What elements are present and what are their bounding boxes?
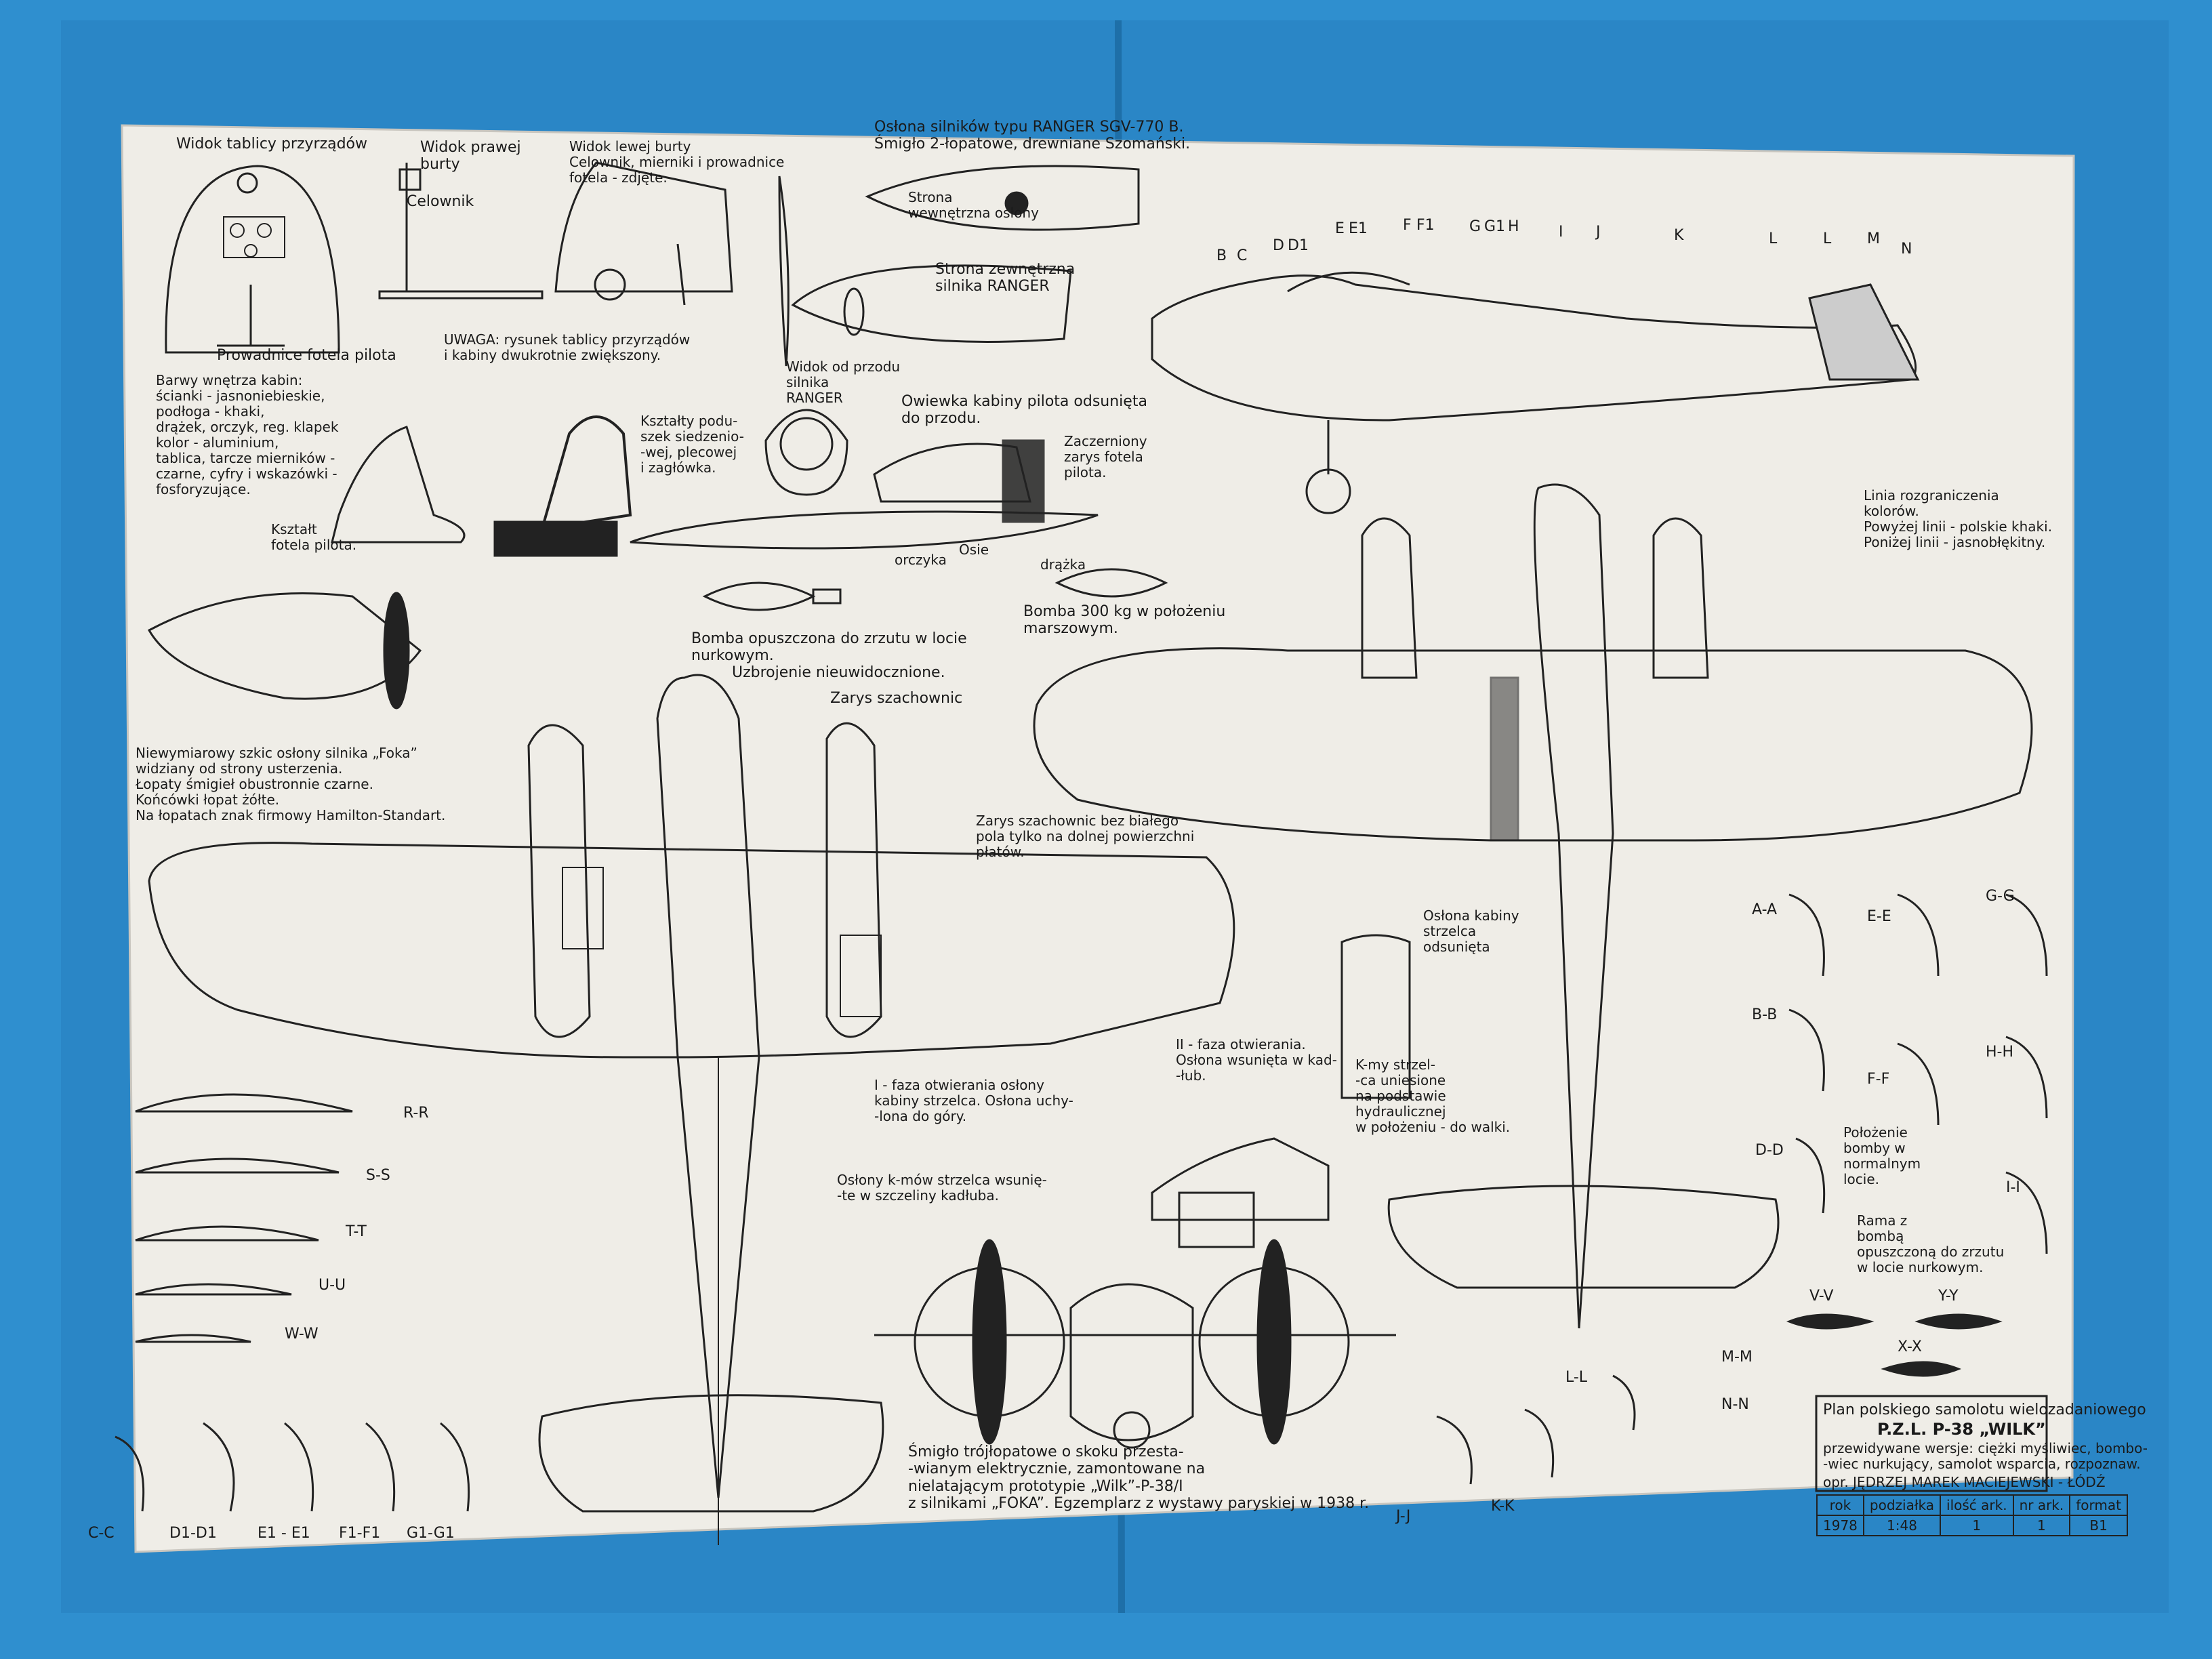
section-label: A-A [1752, 901, 1778, 918]
label-front-view-engine: Widok od przodu silnika RANGER [786, 359, 901, 406]
station-label: F [1403, 217, 1412, 234]
label-uwaga: UWAGA: rysunek tablicy przyrządów i kabi… [444, 331, 691, 363]
station-label: H [1508, 218, 1519, 235]
label-bomb-frame: Rama z bombą opuszczoną do zrzutu w loci… [1857, 1212, 2005, 1275]
station-label: M [1867, 230, 1880, 247]
title-block-heading: Plan polskiego samolotu wielozadaniowego [1823, 1401, 2146, 1418]
label-foka-sketch: Niewymiarowy szkic osłony silnika „Foka”… [136, 745, 446, 823]
table-header: nr ark. [2012, 1494, 2071, 1516]
station-label: E [1335, 220, 1345, 237]
label-orczyk: orczyka [895, 552, 947, 568]
section-label: B-B [1752, 1006, 1778, 1023]
table-cell: 1:48 [1862, 1515, 1942, 1536]
table-cell: 1 [2012, 1515, 2071, 1536]
station-label: K [1674, 227, 1684, 244]
label-canopy-slid: Owiewka kabiny pilota odsunięta do przod… [901, 393, 1147, 428]
section-label: T-T [346, 1223, 367, 1240]
label-seat-outline: Zaczerniony zarys fotela pilota. [1064, 433, 1147, 480]
section-label: F-F [1867, 1071, 1890, 1088]
section-label: E1 - E1 [258, 1525, 310, 1542]
label-celownik: Celownik [407, 193, 474, 210]
label-instrument-panel: Widok tablicy przyrządów [176, 136, 368, 152]
station-label: L [1823, 230, 1832, 247]
label-gunner-guards: Osłony k-mów strzelca wsunię- -te w szcz… [837, 1172, 1047, 1204]
station-label: B [1216, 247, 1227, 264]
table-cell: B1 [2069, 1515, 2128, 1536]
station-label: E1 [1349, 220, 1368, 237]
label-engine-cover: Osłona silników typu RANGER SGV-770 B. Ś… [874, 119, 1191, 153]
section-label: V-V [1809, 1288, 1834, 1305]
station-label: L [1769, 230, 1778, 247]
section-label: M-M [1721, 1349, 1753, 1366]
label-left-side: Widok lewej burty Celownik, mierniki i p… [569, 138, 785, 186]
section-label: F1-F1 [339, 1525, 381, 1542]
section-label: H-H [1986, 1044, 2014, 1061]
section-label: J-J [1396, 1508, 1411, 1525]
table-header: podziałka [1862, 1494, 1942, 1516]
station-label: F1 [1416, 217, 1435, 234]
section-label: Y-Y [1938, 1288, 1959, 1305]
station-label: N [1901, 241, 1912, 258]
label-bomb-dive: Bomba opuszczona do zrzutu w locie nurko… [691, 630, 967, 665]
station-label: I [1559, 224, 1563, 241]
label-gunner-mg: K-my strzel- -ca uniesione na podstawie … [1355, 1057, 1511, 1135]
section-label: C-C [88, 1525, 115, 1542]
table-header: rok [1816, 1494, 1864, 1516]
title-block-author: opr. JĘDRZEJ MAREK MACIEJEWSKI - ŁÓDŹ [1823, 1474, 2106, 1490]
table-cell: 1 [1940, 1515, 2014, 1536]
label-color-boundary: Linia rozgraniczenia kolorów. Powyżej li… [1864, 487, 2053, 550]
title-block-table: rok podziałka ilość ark. nr ark. format … [1816, 1494, 2128, 1536]
title-block-variants: przewidywane wersje: ciężki myśliwiec, b… [1823, 1440, 2148, 1472]
section-label: G-G [1986, 888, 2015, 905]
title-block-model: P.Z.L. P-38 „WILK” [1877, 1420, 2046, 1439]
section-label: D-D [1755, 1142, 1784, 1159]
label-cushions: Kształty podu- szek siedzenio- -wej, ple… [640, 413, 744, 476]
section-label: S-S [366, 1167, 390, 1184]
station-label: D [1273, 237, 1284, 254]
section-label: G1-G1 [407, 1525, 455, 1542]
section-label: N-N [1721, 1396, 1749, 1413]
label-inner-cover: Strona wewnętrzna osłony [908, 189, 1039, 221]
section-label: D1-D1 [169, 1525, 217, 1542]
station-label: G1 [1484, 218, 1506, 235]
station-label: C [1237, 247, 1248, 264]
label-seat-shape: Kształt fotela pilota. [271, 521, 357, 553]
label-checkerboard-white: Zarys szachownic bez białego pola tylko … [976, 813, 1195, 860]
section-label: K-K [1491, 1498, 1515, 1515]
table-cell: 1978 [1816, 1515, 1864, 1536]
label-drazka: drążka [1040, 556, 1086, 573]
station-label: G [1469, 218, 1481, 235]
label-outer-side: Strona zewnętrzna silnika RANGER [935, 261, 1076, 295]
label-armament: Uzbrojenie nieuwidocznione. [732, 664, 945, 681]
section-label: E-E [1867, 908, 1891, 925]
label-bomb-normal: Położenie bomby w normalnym locie. [1843, 1124, 1921, 1187]
table-row: 1978 1:48 1 1 B1 [1816, 1515, 2128, 1536]
section-label: I-I [2006, 1179, 2020, 1196]
label-phase1: I - faza otwierania osłony kabiny strzel… [874, 1077, 1073, 1124]
station-label: D1 [1288, 237, 1309, 254]
section-label: R-R [403, 1105, 429, 1122]
section-label: U-U [319, 1277, 346, 1294]
table-header: format [2069, 1494, 2128, 1516]
label-bomb-cruise: Bomba 300 kg w położeniu marszowym. [1023, 603, 1226, 638]
label-phase2: II - faza otwierania. Osłona wsunięta w … [1176, 1036, 1337, 1084]
station-label: J [1596, 224, 1601, 241]
table-header: ilość ark. [1940, 1494, 2014, 1516]
label-checkerboard: Zarys szachownic [830, 690, 963, 707]
table-row: rok podziałka ilość ark. nr ark. format [1816, 1494, 2128, 1516]
section-label: X-X [1898, 1338, 1922, 1355]
label-cabin-colors: Barwy wnętrza kabin: ścianki - jasnonieb… [156, 372, 339, 497]
label-pilot-seat-rails: Prowadnice fotela pilota [217, 347, 396, 364]
label-gunner-canopy: Osłona kabiny strzelca odsunięta [1423, 907, 1519, 955]
label-osie: Osie [959, 541, 989, 558]
section-label: L-L [1565, 1369, 1588, 1386]
label-right-side: Widok prawej burty [420, 139, 521, 173]
section-label: W-W [285, 1326, 319, 1343]
label-propeller: Śmigło trójłopatowe o skoku przesta- -wi… [908, 1443, 1370, 1512]
